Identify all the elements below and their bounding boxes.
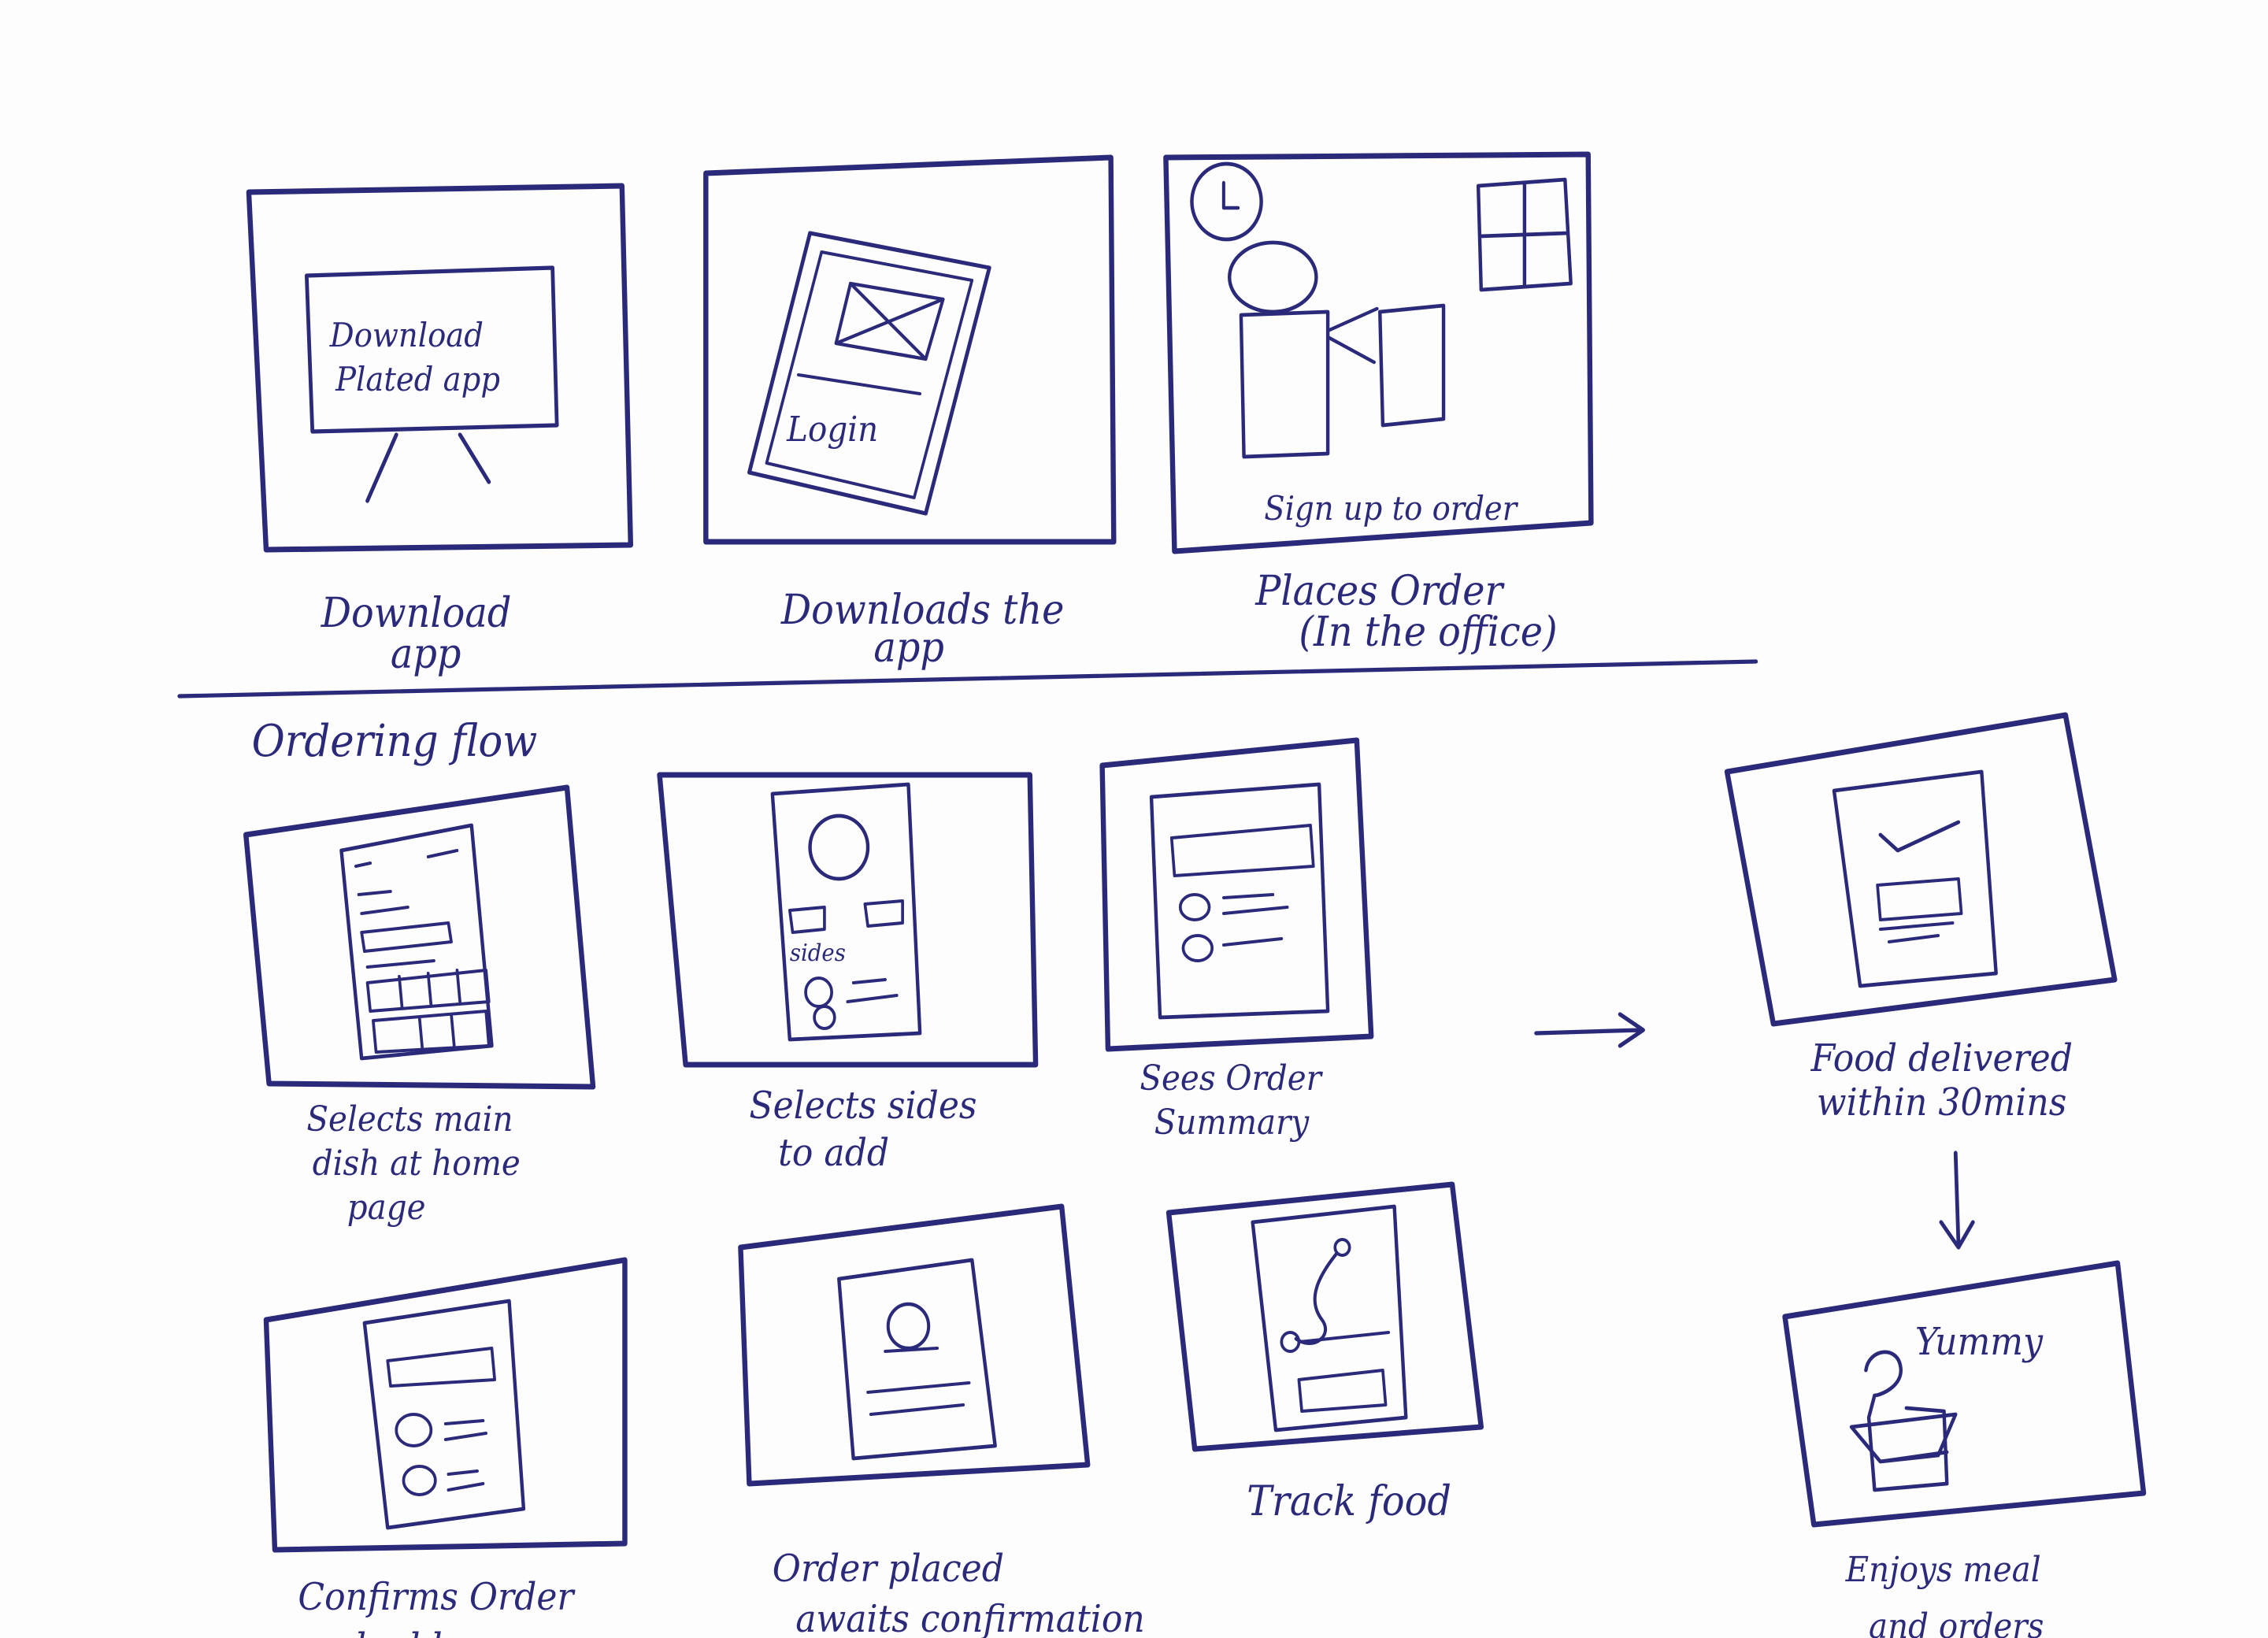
sides-label: sides xyxy=(790,939,846,966)
section-divider xyxy=(177,659,1758,699)
panel-food-delivered: Food delivered within 30mins xyxy=(1724,712,2118,1124)
person-head xyxy=(1228,240,1318,314)
panel-sees-summary: Sees Order Summary xyxy=(1099,737,1374,1142)
clock-icon xyxy=(1190,161,1263,242)
caption-order-placed-line1: Order placed xyxy=(773,1546,1004,1590)
caption-selects-main-line2: dish at home xyxy=(313,1143,521,1183)
person-body xyxy=(1239,309,1330,459)
yummy-text: Yummy xyxy=(1915,1319,2044,1363)
login-screen-text: Login xyxy=(786,409,878,449)
billboard-sign xyxy=(305,265,559,434)
caption-places-order-line1: Places Order xyxy=(1254,567,1505,614)
window-icon xyxy=(1476,177,1573,292)
flow-arrow-right xyxy=(1534,1012,1645,1048)
food-plate xyxy=(1849,1412,1958,1464)
caption-sees-summary-line2: Summary xyxy=(1154,1102,1310,1142)
caption-order-placed-line2: awaits confirmation xyxy=(795,1596,1145,1638)
person-eating xyxy=(1864,1350,1949,1492)
panel-confirms-order: Confirms Order and address xyxy=(263,1257,628,1638)
held-phone xyxy=(1378,303,1446,428)
caption-confirms-order-line1: Confirms Order xyxy=(298,1574,576,1618)
phone-tracking-screen xyxy=(1251,1204,1408,1432)
caption-selects-main-line1: Selects main xyxy=(306,1099,513,1139)
sign-up-text: Sign up to order xyxy=(1264,489,1518,528)
dish-image-circle xyxy=(808,813,870,881)
checkmark-icon xyxy=(1878,820,1961,853)
caption-download-app-line2: app xyxy=(391,630,461,677)
caption-download-app-line1: Download xyxy=(321,589,512,636)
panel-order-placed: Order placed awaits confirmation xyxy=(738,1203,1145,1638)
phone-placed-screen xyxy=(837,1258,997,1461)
panel-selects-main: Selects main dish at home page xyxy=(243,784,596,1227)
dish-grid xyxy=(365,959,491,1013)
flow-arrow-down xyxy=(1939,1151,1975,1250)
search-bar xyxy=(360,921,453,953)
caption-enjoys-meal-line2: and orders xyxy=(1869,1606,2044,1638)
section-label-ordering-flow: Ordering flow xyxy=(252,715,538,767)
billboard-legs xyxy=(365,432,491,503)
caption-food-delivered-line2: within 30mins xyxy=(1817,1080,2066,1124)
caption-enjoys-meal-line1: Enjoys meal xyxy=(1845,1549,2041,1589)
caption-selects-sides-line1: Selects sides xyxy=(749,1083,976,1127)
caption-food-delivered-line1: Food delivered xyxy=(1810,1036,2073,1080)
summary-header-box xyxy=(1169,824,1315,877)
billboard-text-line2: Plated app xyxy=(335,360,500,398)
caption-sees-summary-line1: Sees Order xyxy=(1140,1058,1323,1098)
panel-download-login: Login Downloads the app xyxy=(703,154,1117,671)
panel-enjoys-meal: Yummy Enjoys meal and orders again xyxy=(1782,1260,2147,1638)
status-circle xyxy=(886,1302,931,1351)
panel-selects-sides: sides Selects sides to add xyxy=(657,772,1039,1174)
caption-places-order-line2: (In the office) xyxy=(1299,608,1557,655)
route-path xyxy=(1294,1251,1339,1345)
phone-confirm-screen xyxy=(362,1299,526,1530)
caption-selects-sides-line2: to add xyxy=(778,1130,889,1174)
phone-home-screen xyxy=(339,823,494,1061)
phone-summary-screen xyxy=(1149,782,1330,1020)
image-placeholder-icon xyxy=(834,281,945,361)
caption-selects-main-line3: page xyxy=(347,1187,426,1227)
phone-sides-screen xyxy=(770,782,922,1042)
panel-track-food: Track food xyxy=(1166,1181,1484,1525)
caption-track-food: Track food xyxy=(1247,1477,1451,1525)
caption-confirms-order-line2: and address xyxy=(301,1625,515,1638)
panel-download-app: Download Plated app Download app xyxy=(246,183,634,677)
phone-delivered-screen xyxy=(1832,769,1998,988)
caption-download-login-line2: app xyxy=(873,624,944,671)
caption-download-login-line1: Downloads the xyxy=(780,586,1064,633)
tilted-phone xyxy=(747,231,991,516)
billboard-text-line1: Download xyxy=(329,316,484,354)
panel-places-order: Sign up to order Places Order (In the of… xyxy=(1163,151,1594,655)
